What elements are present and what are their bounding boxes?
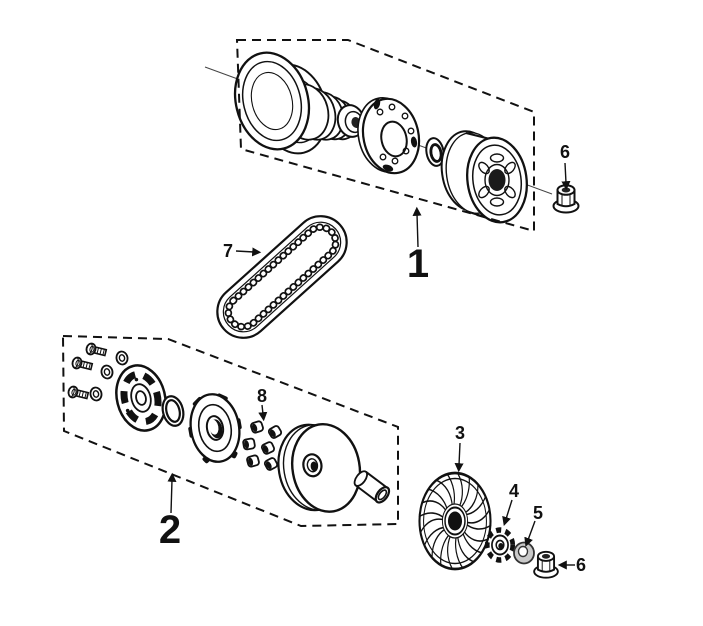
assembly-1-boundary (235, 39, 535, 233)
callout-label-6-lower: 6 (576, 555, 586, 575)
callout-labels: 1 2 3 4 5 6 6 7 8 (159, 142, 586, 575)
weight-roller (262, 456, 280, 472)
arrow-to-assembly-1 (412, 206, 422, 248)
flange-nut-lower (533, 550, 559, 579)
o-ring-drawing (161, 395, 185, 427)
spline-collar-drawing (484, 527, 516, 563)
spacer-bushing-drawing (353, 470, 391, 504)
plain-washer-drawing (513, 541, 535, 565)
callout-label-2: 2 (159, 508, 181, 552)
arrow-to-rollers (258, 404, 268, 422)
variator-assembly-drawing (66, 341, 391, 513)
small-washer (99, 363, 115, 381)
assembly-2-boundary (61, 334, 399, 528)
pulley-dish-face (233, 51, 311, 151)
weight-roller (260, 440, 276, 456)
callout-label-8: 8 (257, 386, 267, 406)
driven-pulley-spring-assembly-drawing (233, 51, 366, 155)
arrow-to-washer (524, 520, 536, 547)
fan-drive-face-drawing (415, 465, 495, 577)
drive-pulley-half-drawing (277, 423, 362, 513)
callout-label-5: 5 (533, 503, 543, 523)
slider-guide-drawing (188, 393, 242, 464)
weight-roller (245, 453, 261, 469)
drive-belt-drawing (216, 215, 348, 339)
bolt (84, 341, 108, 359)
weight-roller (249, 419, 265, 435)
flange-nut-upper (552, 184, 580, 214)
small-washer (114, 349, 130, 367)
ramp-plate-drawing (115, 364, 167, 432)
arrow-to-drive-belt (235, 247, 262, 257)
callout-label-3: 3 (455, 423, 465, 443)
clutch-shoe-carrier-drawing (357, 97, 421, 175)
callout-arrows (167, 162, 575, 570)
callout-label-1: 1 (407, 242, 429, 286)
bolt (66, 384, 90, 402)
callout-label-6-upper: 6 (560, 142, 570, 162)
arrow-to-assembly-2 (167, 472, 177, 514)
weight-roller (266, 424, 284, 440)
arrow-to-nut-upper (561, 162, 571, 191)
callout-label-4: 4 (509, 481, 519, 501)
clutch-drum-drawing (440, 130, 528, 224)
callout-label-7: 7 (223, 241, 233, 261)
weight-roller (241, 437, 257, 451)
bolt (70, 355, 94, 373)
arrow-to-fan-face (454, 442, 464, 473)
small-washer (88, 385, 104, 403)
arrow-to-spline-collar (502, 499, 513, 526)
